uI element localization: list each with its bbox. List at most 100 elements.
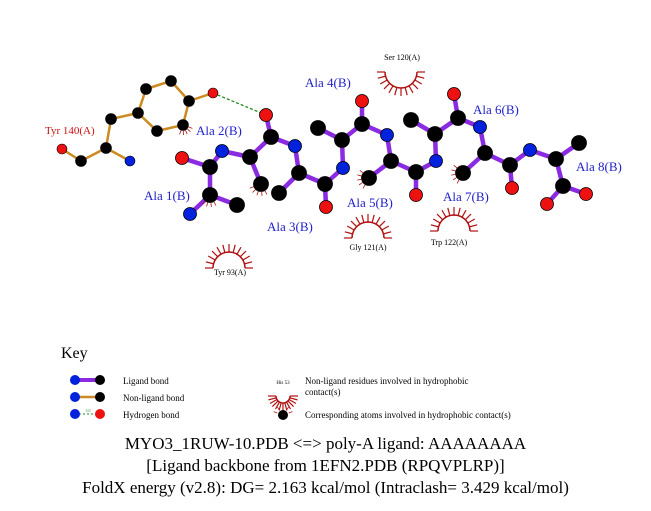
atom-o	[579, 187, 593, 201]
ligand-residue-label: Ala 4(B)	[305, 75, 351, 90]
hydrophobic-residue-label: Tyr 93(A)	[214, 268, 246, 277]
atom-o	[540, 197, 554, 211]
key-hbond-length: 3.0	[86, 408, 91, 413]
hydrophobic-atom-marker	[451, 173, 456, 176]
key-nitrogen-atom	[70, 409, 80, 419]
hydrophobic-residue-label: Trp 122(A)	[431, 238, 468, 247]
hydrophobic-atom-marker	[252, 189, 256, 193]
atom-c	[354, 116, 370, 132]
atom-c	[75, 155, 87, 167]
atom-c	[165, 75, 177, 87]
atom-c	[548, 151, 564, 167]
ligand-residue-label: Ala 1(B)	[144, 188, 190, 203]
atom-c	[253, 176, 269, 192]
key-nonligand-bond-label: Non-ligand bond	[123, 393, 185, 403]
atom-c	[477, 145, 493, 161]
title-line-2: [Ligand backbone from 1EFN2.PDB (RPQVPLR…	[146, 456, 505, 475]
key-hydrophobic-arc	[268, 395, 298, 411]
atom-o	[207, 87, 219, 99]
atom-c	[571, 135, 587, 151]
key-example-residue: His 53	[276, 381, 290, 386]
atom-o	[319, 200, 333, 214]
hydrophobic-atom-marker	[357, 178, 362, 181]
atom-c	[334, 132, 350, 148]
ligand-residue-label: Ala 5(B)	[347, 195, 393, 210]
hydrophobic-arc-tyr93	[205, 244, 253, 269]
atom-c	[317, 176, 333, 192]
atom-c	[100, 142, 112, 154]
atom-n	[380, 128, 394, 142]
hydrogen-bond	[212, 92, 267, 116]
atom-o	[447, 87, 461, 101]
hydrophobic-atom-marker	[179, 130, 182, 135]
hydrophobic-arc-gly121	[344, 214, 392, 239]
atom-c	[183, 95, 195, 107]
key-corresponding-atoms-label: Corresponding atoms involved in hydropho…	[305, 410, 511, 420]
atom-c	[427, 126, 443, 142]
atom-c	[140, 83, 152, 95]
atom-c	[132, 107, 144, 119]
key-hydrophobic-atom-marker	[273, 411, 278, 414]
atom-o	[259, 108, 273, 122]
atom-o	[505, 181, 519, 195]
atom-c	[403, 112, 419, 128]
atom-c	[291, 165, 307, 181]
ligand-residue-label: Ala 7(B)	[443, 189, 489, 204]
key-carbon-atom	[95, 375, 105, 385]
key-oxygen-atom	[95, 409, 105, 419]
atom-o	[56, 143, 68, 155]
hydrophobic-atom-marker	[362, 184, 366, 189]
hbond-residue-label: Tyr 140(A)	[45, 125, 95, 137]
key-nitrogen-atom	[70, 392, 80, 402]
key-heading: Key	[61, 345, 88, 362]
hydrophobic-atom-marker	[451, 169, 456, 172]
atom-c	[555, 178, 571, 194]
hydrophobic-atom-marker	[456, 179, 460, 184]
atom-n	[336, 161, 350, 175]
atom-c	[202, 187, 218, 203]
atom-c	[202, 159, 218, 175]
hydrophobic-arc-trp122	[430, 207, 478, 232]
hydrophobic-residue-label: Ser 120(A)	[384, 53, 420, 62]
title-line-3: FoldX energy (v2.8): DG= 2.163 kcal/mol …	[82, 478, 569, 497]
hydrophobic-atom-marker	[359, 169, 364, 174]
hydrophobic-atom-marker	[264, 190, 268, 195]
key-nonligand-residues-label: Non-ligand residues involved in hydropho…	[305, 376, 468, 386]
atom-c	[455, 165, 471, 181]
atom-c	[408, 164, 424, 180]
ligand-residue-label: Ala 3(B)	[267, 219, 313, 234]
hydrophobic-atom-marker	[249, 186, 254, 189]
hydrophobic-atom-marker	[256, 191, 259, 196]
key-hydrophobic-atom	[278, 410, 288, 420]
hydrophobic-atom-marker	[188, 126, 193, 129]
hydrophobic-atom-marker	[187, 128, 191, 133]
ligand-residue-label: Ala 8(B)	[576, 159, 622, 174]
atom-o	[409, 188, 423, 202]
atom-c	[242, 149, 258, 165]
key-ligand-bond-label: Ligand bond	[123, 376, 169, 386]
atom-c	[177, 119, 189, 131]
hydrophobic-atom-marker	[185, 130, 188, 135]
atom-c	[151, 125, 163, 137]
ligand-residue-label: Ala 2(B)	[196, 123, 242, 138]
atom-n	[215, 144, 229, 158]
key-hydrogen-bond-label: Hydrogen bond	[123, 410, 180, 420]
hydrophobic-atom-marker	[358, 182, 363, 186]
hydrophobic-atom-marker	[452, 177, 457, 181]
atom-c	[263, 129, 279, 145]
hydrophobic-atom-marker	[201, 200, 206, 205]
atom-n	[523, 143, 537, 157]
hydrophobic-residue-label: Gly 121(A)	[349, 243, 386, 252]
hydrophobic-atom-marker	[213, 201, 217, 206]
atom-n	[183, 207, 197, 221]
key-hydrophobic-atom-marker	[288, 411, 293, 414]
hydrophobic-atom-marker	[453, 164, 458, 169]
atom-c	[502, 157, 518, 173]
atom-c	[383, 153, 399, 169]
atom-n	[124, 155, 136, 167]
atom-c	[310, 120, 326, 136]
key-hydrophobic-atom-marker	[276, 406, 280, 411]
atom-n	[473, 120, 487, 134]
atom-c	[450, 110, 466, 126]
atom-n	[429, 154, 443, 168]
